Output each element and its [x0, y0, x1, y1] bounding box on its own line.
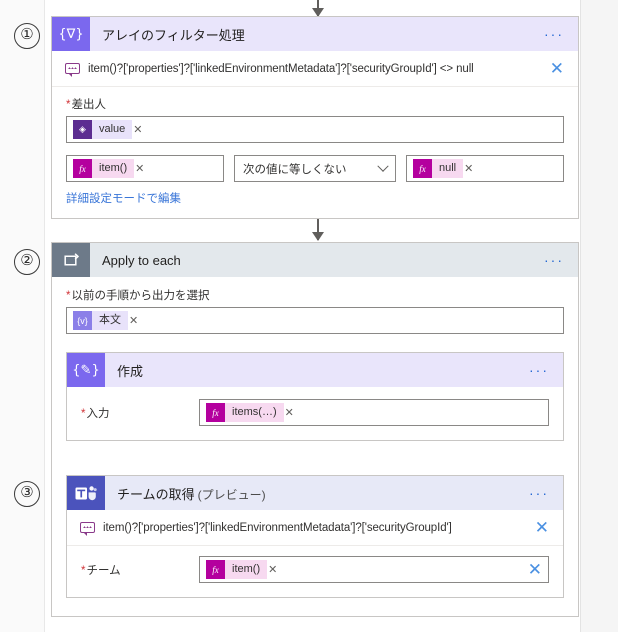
- teams-icon-glyph: [75, 485, 97, 500]
- loop-icon-glyph: [63, 252, 79, 266]
- step-number-1: ①: [14, 23, 40, 49]
- token-value[interactable]: ◈ value ✕: [73, 120, 143, 139]
- step-number-3: ③: [14, 481, 40, 507]
- from-field-block: *差出人 ◈ value ✕: [52, 87, 578, 153]
- compose-input-label-text: 入力: [86, 407, 110, 420]
- card-menu-button[interactable]: ···: [529, 485, 549, 501]
- chevron-down-icon[interactable]: [377, 160, 389, 172]
- token-remove-icon[interactable]: ✕: [135, 163, 145, 175]
- right-pane: [580, 0, 618, 632]
- card-filter-array[interactable]: {∇} アレイのフィルター処理 ··· item()?['properties'…: [51, 16, 579, 219]
- required-marker: *: [81, 564, 86, 577]
- advanced-mode-link[interactable]: 詳細設定モードで編集: [66, 193, 181, 205]
- token-label: null: [432, 159, 464, 178]
- step-number-2: ②: [14, 249, 40, 275]
- card-title-wrap: アレイのフィルター処理: [90, 25, 538, 44]
- expression-fx-icon: fx: [206, 560, 225, 579]
- expression-fx-icon: fx: [206, 403, 225, 422]
- token-remove-icon[interactable]: ✕: [133, 124, 143, 136]
- microsoft-teams-icon: [67, 476, 105, 510]
- token-label: item(): [225, 560, 268, 579]
- team-label-text: チーム: [86, 564, 121, 577]
- expression-fx-icon: fx: [413, 159, 432, 178]
- token-item[interactable]: fx item() ✕: [73, 159, 144, 178]
- token-remove-icon[interactable]: ✕: [129, 315, 139, 327]
- filter-array-icon: {∇}: [52, 17, 90, 51]
- card-body-apply-to-each: *以前の手順から出力を選択 {v} 本文 ✕ {✎}: [52, 277, 578, 598]
- token-remove-icon[interactable]: ✕: [268, 564, 278, 576]
- connector-top: [312, 0, 324, 17]
- comment-icon: [80, 521, 95, 536]
- token-items[interactable]: fx items(…) ✕: [206, 403, 294, 422]
- token-body[interactable]: {v} 本文 ✕: [73, 311, 138, 330]
- select-output-block: *以前の手順から出力を選択 {v} 本文 ✕: [66, 277, 564, 334]
- card-menu-button[interactable]: ···: [544, 252, 564, 268]
- loop-icon: [52, 243, 90, 277]
- compose-input-row: *入力 fx items(…) ✕: [67, 387, 563, 440]
- required-marker: *: [66, 290, 71, 302]
- condition-right-input[interactable]: fx null ✕: [406, 155, 564, 182]
- select-output-label-text: 以前の手順から出力を選択: [71, 290, 210, 302]
- card-header-filter-array[interactable]: {∇} アレイのフィルター処理 ···: [52, 17, 578, 51]
- card-apply-to-each[interactable]: Apply to each ··· *以前の手順から出力を選択 {v} 本文 ✕: [51, 242, 579, 617]
- variable-icon: {v}: [73, 311, 92, 330]
- from-field-input[interactable]: ◈ value ✕: [66, 116, 564, 143]
- expression-fx-icon: fx: [73, 159, 92, 178]
- token-item[interactable]: fx item() ✕: [206, 560, 277, 579]
- comment-close-icon[interactable]: ✕: [549, 59, 564, 78]
- card-title-wrap: Apply to each: [90, 253, 538, 268]
- condition-operator-select[interactable]: 次の値に等しくない: [234, 155, 396, 182]
- comment-icon: [65, 62, 80, 77]
- select-output-input[interactable]: {v} 本文 ✕: [66, 307, 564, 334]
- left-rail: [0, 0, 45, 632]
- card-compose[interactable]: {✎} 作成 ··· *入力 fx items(…): [66, 352, 564, 441]
- card-body-filter-array: item()?['properties']?['linkedEnvironmen…: [52, 51, 578, 218]
- card-header-get-team[interactable]: チームの取得 (プレビュー) ···: [67, 476, 563, 510]
- comment-row[interactable]: item()?['properties']?['linkedEnvironmen…: [52, 51, 578, 87]
- card-title: Apply to each: [102, 252, 181, 268]
- comment-text: item()?['properties']?['linkedEnvironmen…: [103, 521, 452, 534]
- card-get-team[interactable]: チームの取得 (プレビュー) ··· item()?['properties']…: [66, 475, 564, 598]
- compose-input-label: *入力: [81, 405, 199, 421]
- from-field-label: *差出人: [66, 96, 564, 112]
- card-title-wrap: チームの取得 (プレビュー): [105, 484, 523, 503]
- compose-icon: {✎}: [67, 353, 105, 387]
- condition-row: fx item() ✕ 次の値に等しくない fx null ✕: [52, 153, 578, 190]
- select-output-label: *以前の手順から出力を選択: [66, 287, 564, 303]
- comment-row[interactable]: item()?['properties']?['linkedEnvironmen…: [67, 510, 563, 546]
- card-menu-button[interactable]: ···: [529, 362, 549, 378]
- card-menu-button[interactable]: ···: [544, 26, 564, 42]
- team-field-clear-icon[interactable]: ✕: [527, 560, 542, 579]
- required-marker: *: [81, 407, 86, 420]
- dynamic-content-icon: ◈: [73, 120, 92, 139]
- condition-operator-value: 次の値に等しくない: [243, 163, 347, 176]
- team-field-row: *チーム fx item() ✕ ✕: [67, 546, 563, 597]
- card-title: アレイのフィルター処理: [102, 27, 245, 43]
- token-null[interactable]: fx null ✕: [413, 159, 473, 178]
- compose-input-field[interactable]: fx items(…) ✕: [199, 399, 549, 426]
- connector-1-2: [312, 206, 324, 241]
- token-remove-icon[interactable]: ✕: [464, 163, 474, 175]
- token-label: 本文: [92, 311, 128, 330]
- comment-text: item()?['properties']?['linkedEnvironmen…: [88, 62, 474, 75]
- card-header-compose[interactable]: {✎} 作成 ···: [67, 353, 563, 387]
- team-field-input[interactable]: fx item() ✕ ✕: [199, 556, 549, 583]
- team-field-label: *チーム: [81, 562, 199, 578]
- token-label: item(): [92, 159, 135, 178]
- card-header-apply-to-each[interactable]: Apply to each ···: [52, 243, 578, 277]
- card-title-wrap: 作成: [105, 361, 523, 380]
- token-label: items(…): [225, 403, 284, 422]
- comment-close-icon[interactable]: ✕: [534, 518, 549, 537]
- from-label-text: 差出人: [71, 99, 106, 111]
- card-subtitle: (プレビュー): [197, 487, 266, 502]
- required-marker: *: [66, 99, 71, 111]
- card-title: 作成: [117, 363, 144, 379]
- condition-left-input[interactable]: fx item() ✕: [66, 155, 224, 182]
- token-remove-icon[interactable]: ✕: [284, 407, 294, 419]
- token-label: value: [92, 120, 133, 139]
- card-title: チームの取得: [117, 486, 195, 502]
